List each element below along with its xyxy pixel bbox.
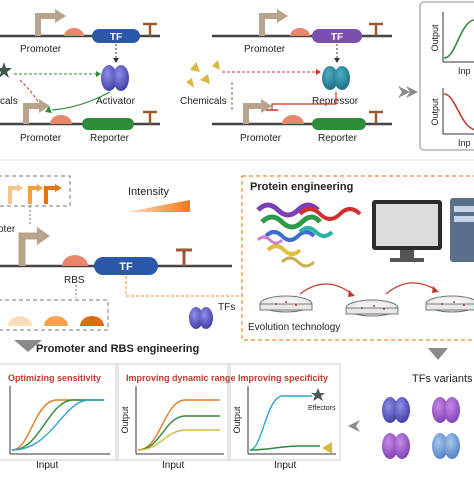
- promoter-label-2: Promoter: [20, 133, 62, 144]
- chemical-triangles: [186, 60, 220, 88]
- chart-specificity: Improving specificity Output Effectors I…: [229, 363, 341, 471]
- variant-2: [432, 397, 460, 423]
- tf-label: TF: [110, 32, 122, 43]
- chemicals-label: cals: [0, 96, 18, 107]
- repressor-panel: TF Promoter Repressor Chemicals Promo: [180, 9, 392, 144]
- output-label-1: Output: [430, 24, 440, 52]
- rbs-part: [62, 255, 88, 266]
- arrow-right: [398, 86, 410, 98]
- input-label-1: Inp: [458, 66, 471, 76]
- tfs-protein: [189, 307, 213, 329]
- computer-icon: [372, 198, 474, 262]
- variant-1: [382, 397, 410, 423]
- activator-panel: TF Promoter Activator cals Promoter Repo…: [0, 0, 208, 165]
- reporter-label: Reporter: [90, 133, 130, 144]
- chart2-xlabel: Input: [162, 460, 184, 471]
- response-curves-panel: Output Inp Output Inp: [419, 1, 474, 151]
- chart2-title: Improving dynamic range: [126, 373, 236, 383]
- promoter-rbs-construct: Intensity oter RBS TF TFs: [0, 175, 242, 331]
- chart2-ylabel: Output: [120, 406, 130, 434]
- activation-curve: [443, 19, 474, 59]
- repression-curve: [443, 93, 474, 131]
- promoter-library-box: [0, 175, 71, 207]
- promoter-label: Promoter: [20, 44, 62, 55]
- chart1-xlabel: Input: [36, 460, 58, 471]
- chart3-ylabel: Output: [232, 406, 242, 434]
- activator-label: Activator: [96, 96, 136, 107]
- chemicals-label-2: Chemicals: [180, 96, 227, 107]
- reporter-label-2: Reporter: [318, 133, 358, 144]
- petri-dishes: [259, 282, 474, 317]
- promoter-arrow: [35, 13, 56, 36]
- rbs-semicircle: [64, 28, 84, 36]
- promoter-arrow-head: [55, 9, 66, 23]
- evolution-label: Evolution technology: [248, 322, 340, 333]
- chemical-star: [0, 62, 12, 78]
- promoter-rbs-title: Promoter and RBS engineering: [36, 343, 199, 355]
- tf-label-2: TF: [331, 32, 343, 43]
- protein-structure-image: [256, 202, 362, 268]
- chart1-title: Optimizing sensitivity: [8, 373, 101, 383]
- variant-4: [432, 433, 460, 459]
- activator-protein: [101, 65, 129, 91]
- arrow-down-left: [14, 340, 42, 352]
- promoter-label-4: Promoter: [240, 133, 282, 144]
- intensity-gradient: [126, 200, 190, 212]
- tf-gene-box-repressor: [312, 29, 362, 43]
- chart3-xlabel: Input: [274, 460, 296, 471]
- input-label-2: Inp: [458, 138, 471, 148]
- promoter-label-partial: oter: [0, 224, 16, 235]
- tf-gene-box-main: [94, 257, 158, 275]
- repressor-label: Repressor: [312, 96, 359, 107]
- effector-star: [311, 388, 325, 401]
- protein-engineering-title: Protein engineering: [250, 181, 353, 193]
- protein-engineering-panel: Protein engineering: [241, 175, 474, 341]
- tfs-label: TFs: [218, 302, 235, 313]
- repressor-protein: [322, 66, 350, 90]
- output-label-2: Output: [430, 98, 440, 126]
- arrow-down-right: [428, 348, 448, 360]
- variant-3: [382, 433, 410, 459]
- effectors-label: Effectors: [308, 405, 336, 412]
- tf-label-main: TF: [119, 261, 133, 273]
- chart-dynamic-range: Improving dynamic range Output Input: [117, 363, 236, 471]
- rbs-label: RBS: [64, 275, 85, 286]
- chart-sensitivity: Optimizing sensitivity Input: [0, 363, 117, 471]
- chart3-title: Improving specificity: [238, 373, 328, 383]
- tf-variants-label: TFs variants: [412, 373, 473, 385]
- tf-variants-panel: TFs variants: [382, 373, 473, 459]
- reporter-gene-box: [82, 118, 134, 130]
- tf-gene-box: [92, 29, 140, 43]
- arrow-left: [348, 420, 360, 432]
- intensity-label: Intensity: [128, 186, 169, 198]
- promoter-label-3: Promoter: [244, 44, 286, 55]
